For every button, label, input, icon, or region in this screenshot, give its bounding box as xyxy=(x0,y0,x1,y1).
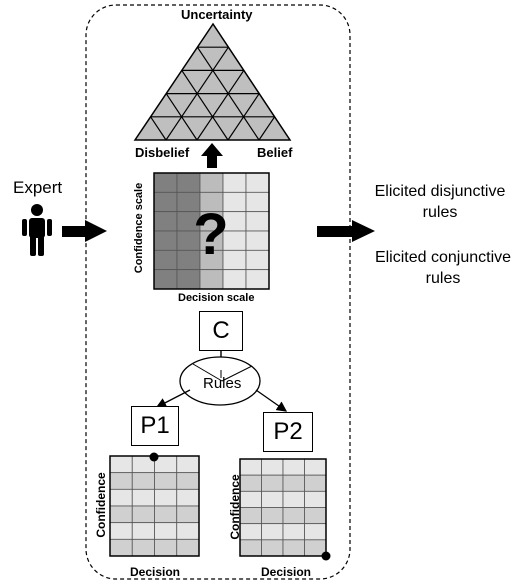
disjunctive-line-1: Elicited disjunctive xyxy=(374,183,506,200)
p1-grid xyxy=(109,455,200,557)
up-arrow xyxy=(201,143,223,168)
p1-point xyxy=(149,452,159,462)
conjunctive-rules-label: Elicited conjunctive rules xyxy=(368,249,518,288)
p1-box: P1 xyxy=(131,406,179,446)
p2-grid xyxy=(239,458,327,557)
expert-person-icon xyxy=(22,204,52,256)
rules-label: Rules xyxy=(203,375,242,392)
p2-point xyxy=(321,551,331,561)
expert-label: Expert xyxy=(13,178,63,197)
conjunctive-line-1: Elicited conjunctive xyxy=(374,249,512,266)
conjunctive-line-2: rules xyxy=(425,270,461,287)
uncertainty-label: Uncertainty xyxy=(181,7,253,22)
disjunctive-rules-label: Elicited disjunctive rules xyxy=(365,183,515,222)
confidence-scale-label: Confidence scale xyxy=(133,182,145,274)
combiner-box: C xyxy=(199,311,243,351)
belief-pyramid xyxy=(133,22,292,141)
arrow-to-p1 xyxy=(155,389,191,408)
p1-decision-label: Decision xyxy=(130,565,181,579)
input-arrow xyxy=(62,220,107,242)
p2-confidence-label: Confidence xyxy=(228,474,242,540)
disjunctive-line-2: rules xyxy=(422,204,458,221)
question-mark: ? xyxy=(193,202,228,267)
belief-label: Belief xyxy=(257,145,293,160)
disbelief-label: Disbelief xyxy=(135,145,190,160)
p2-box: P2 xyxy=(263,412,313,452)
p2-decision-label: Decision xyxy=(261,565,312,579)
main-grid xyxy=(153,172,270,290)
process-container xyxy=(85,4,351,580)
output-arrow xyxy=(317,220,375,242)
arrow-to-p2 xyxy=(255,389,288,412)
rules-ellipse xyxy=(179,356,261,406)
decision-scale-label: Decision scale xyxy=(178,292,255,304)
p1-confidence-label: Confidence xyxy=(94,472,108,538)
